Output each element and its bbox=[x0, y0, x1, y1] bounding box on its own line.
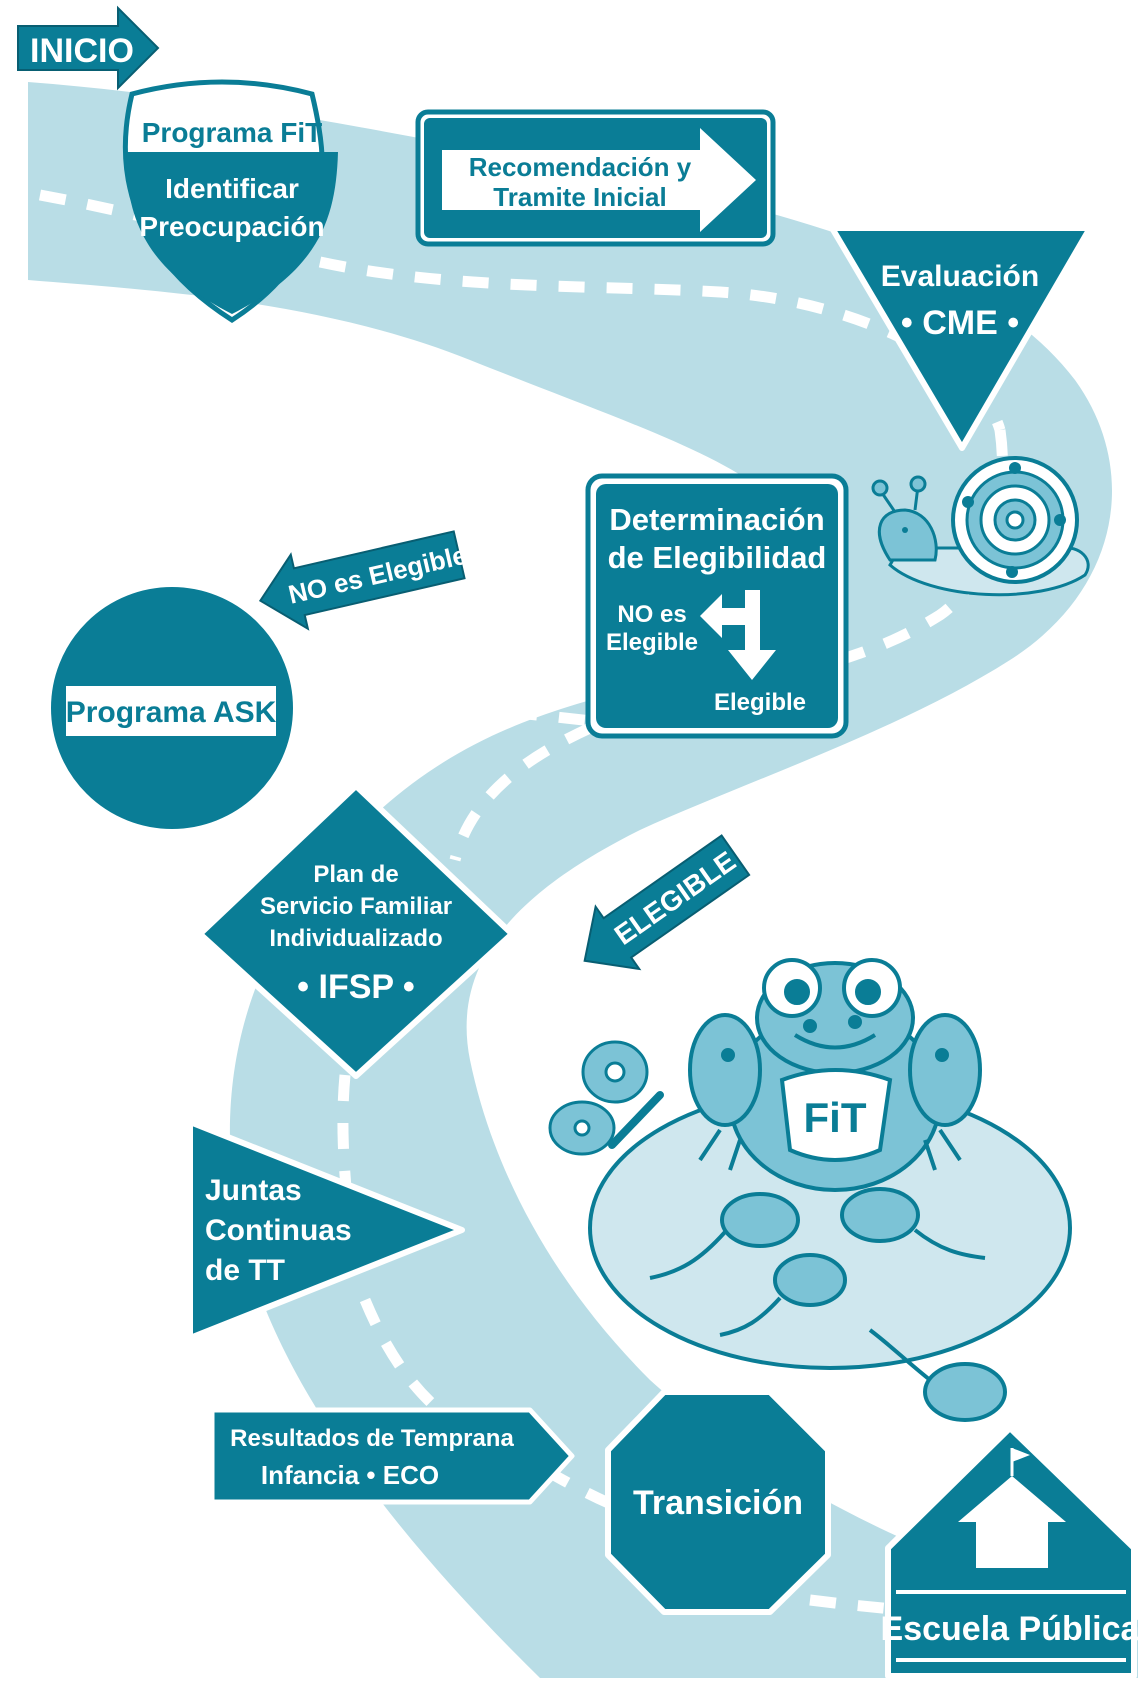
elegible-arrow-label: ELEGIBLE bbox=[609, 845, 741, 951]
eco-line1: Resultados de Temprana bbox=[230, 1425, 514, 1452]
inicio-label: INICIO bbox=[30, 32, 134, 70]
escuela-sign: Escuela Pública bbox=[881, 1425, 1138, 1679]
no-es-line2: Elegible bbox=[606, 629, 698, 656]
ifsp-line4: • IFSP • bbox=[297, 968, 415, 1006]
tadpole-icon bbox=[649, 1187, 1007, 1422]
juntas-line3: de TT bbox=[205, 1254, 285, 1287]
arrow-right-icon bbox=[442, 128, 756, 232]
ask-sign: Programa ASK bbox=[45, 581, 299, 835]
ifsp-sign: Plan de Servicio Familiar Individualizad… bbox=[197, 783, 515, 1079]
ask-label: Programa ASK bbox=[66, 696, 277, 729]
determinacion-line1: Determinación bbox=[609, 502, 824, 537]
eco-line2: Infancia • ECO bbox=[261, 1460, 439, 1490]
shield-lower bbox=[126, 152, 338, 314]
no-elegible-arrow: NO es Elegible bbox=[258, 530, 470, 631]
determinacion-sign: Determinación de Elegibilidad NO es Eleg… bbox=[585, 473, 849, 739]
transicion-label: Transición bbox=[633, 1484, 803, 1522]
transicion-sign: Transición bbox=[605, 1389, 831, 1615]
fit-title: Programa FiT bbox=[142, 117, 322, 148]
eco-sign: Resultados de Temprana Infancia • ECO bbox=[209, 1407, 575, 1505]
diamond-sign-icon bbox=[197, 783, 515, 1079]
frog-label: FiT bbox=[804, 1094, 867, 1141]
recomendacion-line2: Tramite Inicial bbox=[493, 182, 666, 212]
elegible-small: Elegible bbox=[714, 689, 806, 716]
pennant-icon bbox=[187, 1119, 465, 1341]
fork-arrow-icon bbox=[700, 590, 776, 680]
evaluacion-line2: • CME • bbox=[901, 304, 1019, 342]
snail-icon bbox=[871, 456, 1090, 597]
inicio-arrow-icon bbox=[17, 5, 160, 91]
yield-triangle-icon bbox=[829, 225, 1093, 451]
frog-icon bbox=[688, 958, 982, 1192]
juntas-line1: Juntas bbox=[205, 1174, 302, 1207]
recomendacion-sign: Recomendación y Tramite Inicial bbox=[415, 109, 776, 247]
fit-shield-sign: Programa FiT Identificar Preocupación bbox=[122, 79, 338, 323]
fit-line1: Identificar bbox=[165, 173, 299, 204]
stop-octagon-icon bbox=[605, 1389, 831, 1615]
evaluacion-sign: Evaluación • CME • bbox=[829, 225, 1093, 451]
no-es-line1: NO es bbox=[617, 601, 686, 628]
ifsp-line1: Plan de bbox=[313, 861, 398, 888]
juntas-sign: Juntas Continuas de TT bbox=[187, 1119, 465, 1341]
ifsp-line3: Individualizado bbox=[269, 925, 442, 952]
butterfly-icon bbox=[548, 1040, 664, 1156]
ifsp-line2: Servicio Familiar bbox=[260, 893, 452, 920]
fit-line2: Preocupación bbox=[139, 211, 324, 242]
juntas-line2: Continuas bbox=[205, 1214, 352, 1247]
determinacion-line2: de Elegibilidad bbox=[608, 540, 827, 575]
inicio-arrow: INICIO bbox=[17, 5, 160, 91]
escuela-label: Escuela Pública bbox=[881, 1610, 1138, 1648]
recomendacion-line1: Recomendación y bbox=[469, 152, 692, 182]
school-house-icon bbox=[958, 1476, 1066, 1568]
evaluacion-line1: Evaluación bbox=[881, 260, 1039, 293]
